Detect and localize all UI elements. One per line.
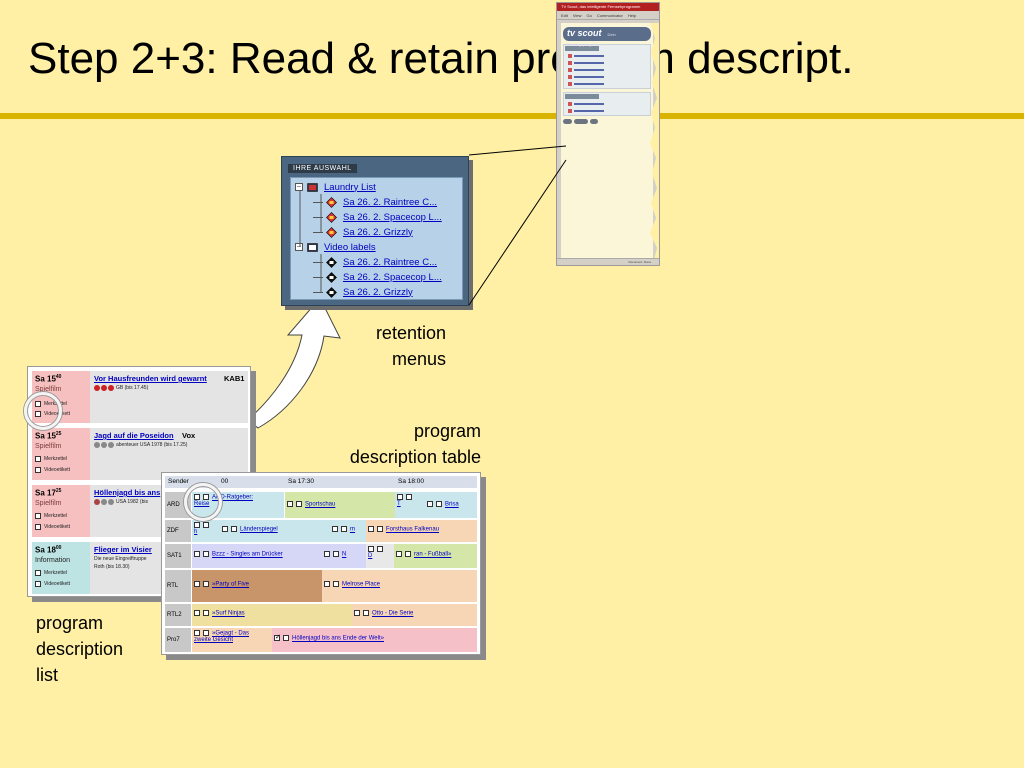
tree-group-label[interactable]: Video labels [324, 241, 376, 253]
tree-item[interactable]: Sa 26. 2. Raintree C... [313, 255, 437, 269]
channel-sat1: SAT1 [165, 544, 191, 568]
program-title-link[interactable]: Höllenjagd bis ans [94, 488, 161, 497]
retention-menu: IHRE AUSWAHL – Laundry List Sa 26. 2. Ra… [281, 156, 469, 306]
tree-item[interactable]: Sa 26. 2. Grizzly [313, 285, 413, 299]
browser-menu-bar: Edit View Go Communicator Help [557, 11, 659, 20]
program-tv-icon [326, 196, 337, 208]
folder-tag-icon [307, 242, 318, 252]
browser-window: TV Scout, das intelligente Fernsehprogra… [556, 2, 660, 266]
program-cell[interactable]: m [330, 520, 366, 542]
checkbox-merkzettel[interactable]: Merkzettel [35, 456, 67, 462]
list-item[interactable]: Sa 1540 Spielfilm Merkzettel Videoetiket… [32, 371, 248, 423]
program-cell[interactable]: Höllenjagd bis ans Ende der Welt» [272, 628, 477, 652]
header-1730: Sa 17:30 [285, 476, 395, 488]
tree-lines [299, 191, 322, 292]
checkbox-merkzettel[interactable]: Merkzettel [35, 570, 67, 576]
collapse-toggle-icon[interactable]: – [295, 183, 303, 191]
program-cell[interactable]: »Surf Ninjas [192, 604, 352, 626]
program-cell[interactable]: D [366, 544, 394, 568]
channel-label: KAB1 [224, 374, 245, 383]
channel-rtl2: RTL2 [165, 604, 191, 626]
menu-go[interactable]: Go [586, 13, 592, 18]
checkbox-videoetikett[interactable]: Videoetikett [35, 524, 70, 530]
tree-item[interactable]: Sa 26. 2. Spacecop L... [313, 270, 442, 284]
program-cell[interactable]: N [322, 544, 366, 568]
mini-panel-2 [563, 92, 651, 116]
video-tag-icon [326, 286, 337, 298]
program-cell[interactable]: Länderspiegel [220, 520, 330, 542]
program-cell[interactable]: Melrose Place [322, 570, 477, 602]
program-cell[interactable]: ran - Fußball» [394, 544, 477, 568]
tree-item[interactable]: Sa 26. 2. Spacecop L... [313, 210, 442, 224]
program-cell[interactable]: T [395, 492, 425, 518]
menu-communicator[interactable]: Communicator [596, 13, 623, 18]
program-title-link[interactable]: Flieger im Visier [94, 545, 152, 554]
channel-rtl: RTL [165, 570, 191, 602]
checkbox-videoetikett[interactable]: Videoetikett [35, 581, 70, 587]
tree-group-label[interactable]: Laundry List [324, 181, 376, 193]
caption-table: program description table [349, 421, 481, 467]
retention-header: IHRE AUSWAHL [288, 164, 357, 173]
header-1800: Sa 18:00 [395, 476, 477, 488]
caption-list: program description list [36, 613, 124, 685]
tree-group-laundry[interactable]: – Laundry List [295, 180, 376, 194]
caption-retention: retention menus [375, 323, 446, 369]
title-rule [0, 113, 1024, 119]
program-cell[interactable]: Sportschau [285, 492, 395, 518]
program-cell[interactable]: Bzzz - Singles am Drücker [192, 544, 322, 568]
program-title-link[interactable]: Jagd auf die Poseidon [94, 431, 174, 440]
video-tag-icon [326, 256, 337, 268]
tree-item[interactable]: Sa 26. 2. Grizzly [313, 225, 413, 239]
menu-help[interactable]: Help [627, 13, 637, 18]
rating-dots [94, 442, 114, 448]
program-tv-icon [326, 211, 337, 223]
checked-checkbox [274, 633, 281, 641]
program-cell[interactable]: »Party of Five [192, 570, 322, 602]
video-tag-icon [326, 271, 337, 283]
program-cell[interactable]: h [192, 520, 220, 542]
rating-dots [94, 385, 114, 391]
program-tv-icon [326, 226, 337, 238]
channel-label: Vox [182, 431, 196, 440]
list-item[interactable]: Sa 1525 Spielfilm Merkzettel Videoetiket… [32, 428, 248, 480]
collapse-toggle-icon[interactable]: – [295, 243, 303, 251]
program-description-list: Sa 1540 Spielfilm Merkzettel Videoetiket… [24, 366, 251, 597]
menu-edit[interactable]: Edit [561, 13, 568, 18]
torn-edge [650, 23, 659, 263]
highlight-circle [24, 392, 62, 430]
program-cell[interactable]: Forsthaus Falkenau [366, 520, 477, 542]
tree-item[interactable]: Sa 26. 2. Raintree C... [313, 195, 437, 209]
channel-zdf: ZDF [165, 520, 191, 542]
channel-pro7: Pro7 [165, 628, 191, 652]
mini-buttons [563, 119, 651, 124]
folder-tv-icon [307, 182, 318, 192]
browser-title-bar: TV Scout, das intelligente Fernsehprogra… [557, 3, 659, 11]
checkbox-videoetikett[interactable]: Videoetikett [35, 467, 70, 473]
highlight-circle [184, 483, 222, 521]
tree-group-video[interactable]: – Video labels [295, 240, 376, 254]
mini-panel-1 [563, 44, 651, 89]
program-title-link[interactable]: Vor Hausfreunden wird gewarnt [94, 374, 207, 383]
program-cell[interactable]: Otto - Die Serie [352, 604, 477, 626]
program-cell[interactable]: Brisa [425, 492, 477, 518]
retention-tree: – Laundry List Sa 26. 2. Raintree C... S… [290, 177, 463, 300]
slide-title: Step 2+3: Read & retain program descript… [28, 34, 854, 83]
menu-view[interactable]: View [572, 13, 582, 18]
browser-status-bar: Document: Done [557, 258, 659, 265]
checkbox-merkzettel[interactable]: Merkzettel [35, 513, 67, 519]
curved-arrow [247, 297, 341, 429]
rating-dots [94, 499, 114, 505]
